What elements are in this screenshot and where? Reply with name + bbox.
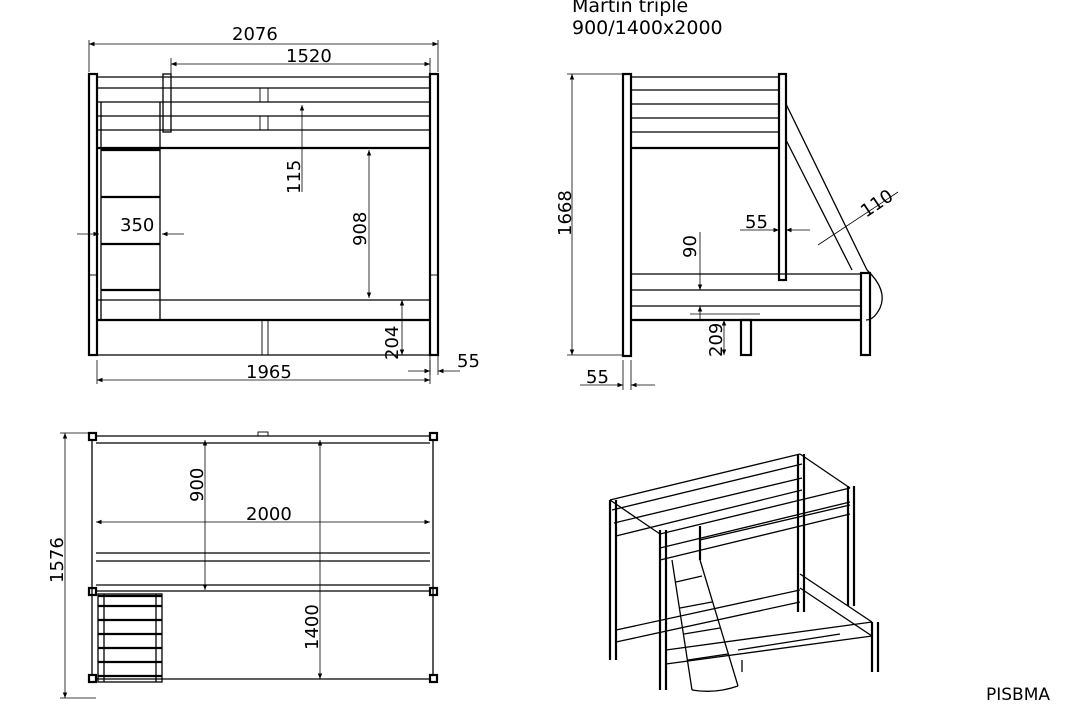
front-right-post <box>428 72 440 357</box>
dim-leg-height: 209 <box>706 323 727 357</box>
top-view: 900 2000 1576 1400 <box>47 431 439 699</box>
dim-height-gap: 908 <box>350 212 371 246</box>
front-view: 2076 1520 115 908 350 204 55 1965 <box>77 24 480 384</box>
side-view: 1668 55 110 90 209 55 <box>555 72 899 390</box>
dim-inner-width: 1965 <box>246 362 292 383</box>
dim-rail-gap: 115 <box>284 160 305 194</box>
isometric-view <box>608 453 880 692</box>
dim-lower-depth: 1400 <box>302 604 323 650</box>
dim-post-upper: 55 <box>745 212 768 233</box>
product-code: PISBMA <box>986 685 1050 705</box>
dim-upper-rail: 1520 <box>286 46 332 67</box>
dim-length: 2000 <box>246 504 292 525</box>
dim-total-height: 1668 <box>555 190 576 236</box>
title-dimensions: 900/1400x2000 <box>572 17 723 39</box>
dim-lower-height: 204 <box>382 326 403 360</box>
dim-overall-width: 2076 <box>232 24 278 45</box>
front-left-post <box>87 72 99 357</box>
title-name: Martin triple <box>572 0 688 17</box>
dim-ladder-depth: 110 <box>857 186 897 223</box>
dim-post-width: 55 <box>457 351 480 372</box>
dim-total-depth: 1576 <box>47 537 68 583</box>
title-block: Martin triple 900/1400x2000 <box>572 0 723 39</box>
dim-rail-height: 90 <box>680 235 701 258</box>
dim-post-lower: 55 <box>586 367 609 388</box>
dim-ladder-width: 350 <box>120 215 154 236</box>
dim-upper-depth: 900 <box>187 468 208 502</box>
